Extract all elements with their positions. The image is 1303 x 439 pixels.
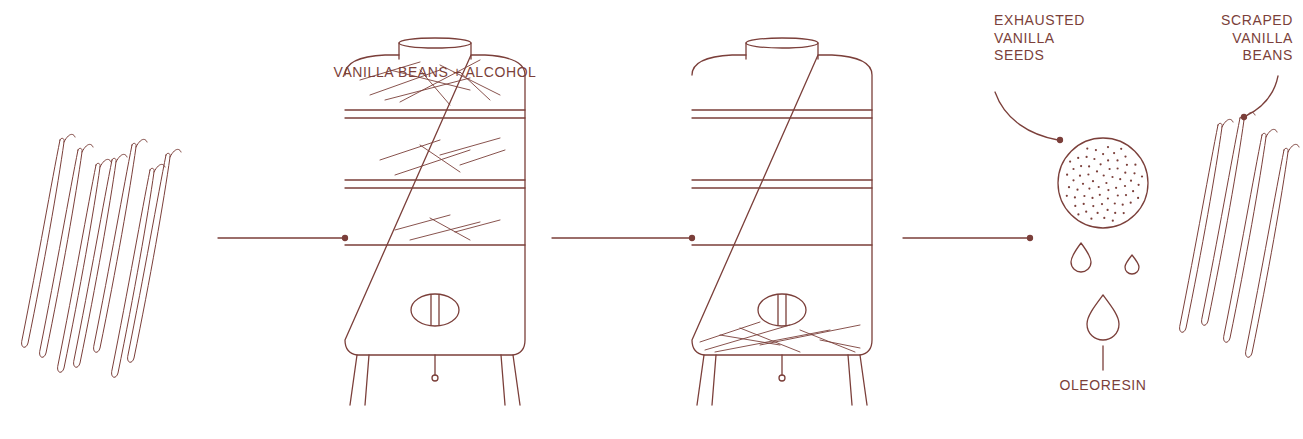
callout-label: SCRAPED VANILLA BEANS [1205,12,1293,65]
step-label: VANILLA BEANS + ALCOHOL [285,64,585,82]
callout-label: EXHAUSTED VANILLA SEEDS [994,12,1094,65]
callout-label: OLEORESIN [1043,377,1163,395]
